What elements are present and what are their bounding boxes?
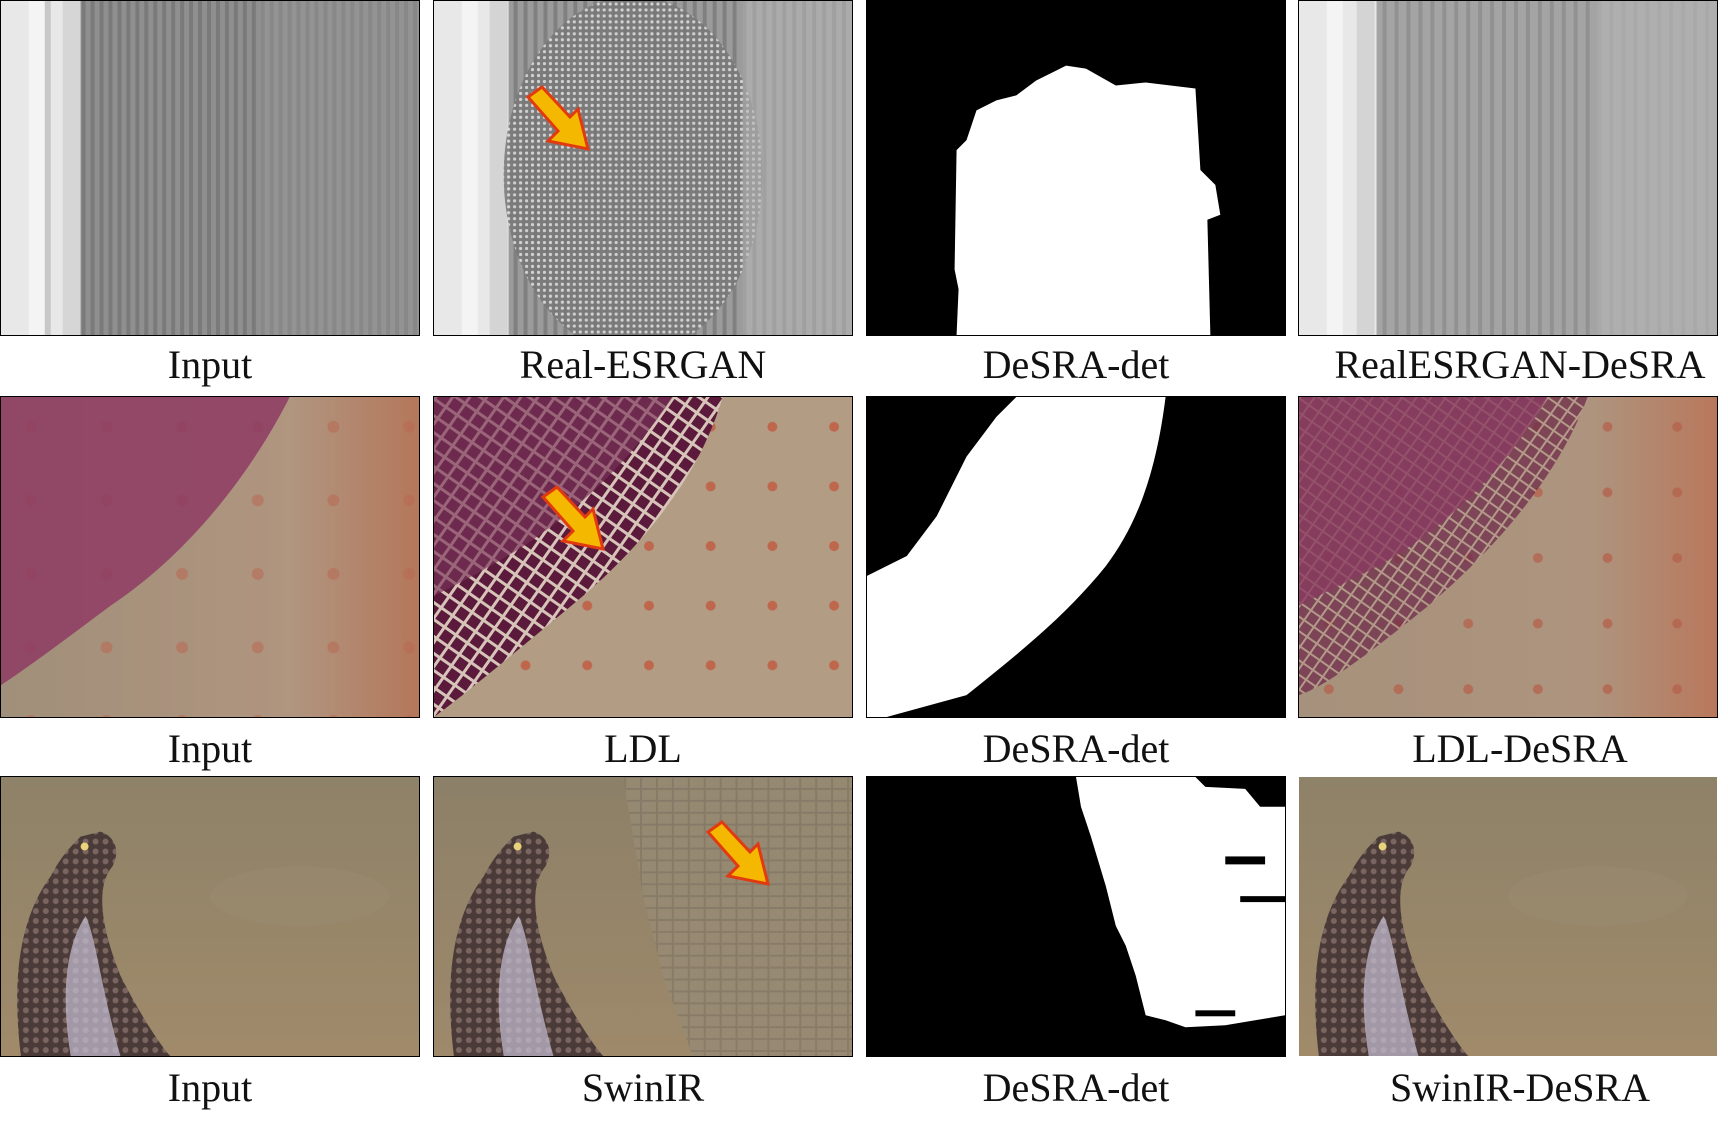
row1-input-image	[0, 0, 420, 336]
caption: Real-ESRGAN	[519, 342, 767, 387]
caption: DeSRA-det	[982, 342, 1170, 387]
caption: DeSRA-det	[982, 1065, 1170, 1110]
caption: LDL	[604, 726, 682, 771]
row3-method-image	[433, 776, 853, 1057]
row2-detection-mask	[866, 396, 1286, 718]
caption: DeSRA-det	[982, 726, 1170, 771]
row2-method-image	[433, 396, 853, 718]
arrow-icon	[705, 820, 771, 886]
row1-method-image	[433, 0, 853, 336]
row3-detection-mask	[866, 776, 1286, 1057]
row3-input-image	[0, 776, 420, 1057]
caption: SwinIR-DeSRA	[1389, 1065, 1651, 1110]
row1-desra-result-image	[1298, 0, 1718, 336]
row3-desra-result-image	[1298, 776, 1718, 1057]
caption: Input	[167, 1065, 253, 1110]
caption: LDL-DeSRA	[1412, 726, 1628, 771]
row1-detection-mask	[866, 0, 1286, 336]
caption: RealESRGAN-DeSRA	[1334, 342, 1706, 387]
caption: Input	[167, 726, 253, 771]
row2-input-image	[0, 396, 420, 718]
arrow-icon	[525, 85, 591, 151]
row2-desra-result-image	[1298, 396, 1718, 718]
caption: SwinIR	[581, 1065, 705, 1110]
caption: Input	[167, 342, 253, 387]
arrow-icon	[540, 485, 606, 551]
